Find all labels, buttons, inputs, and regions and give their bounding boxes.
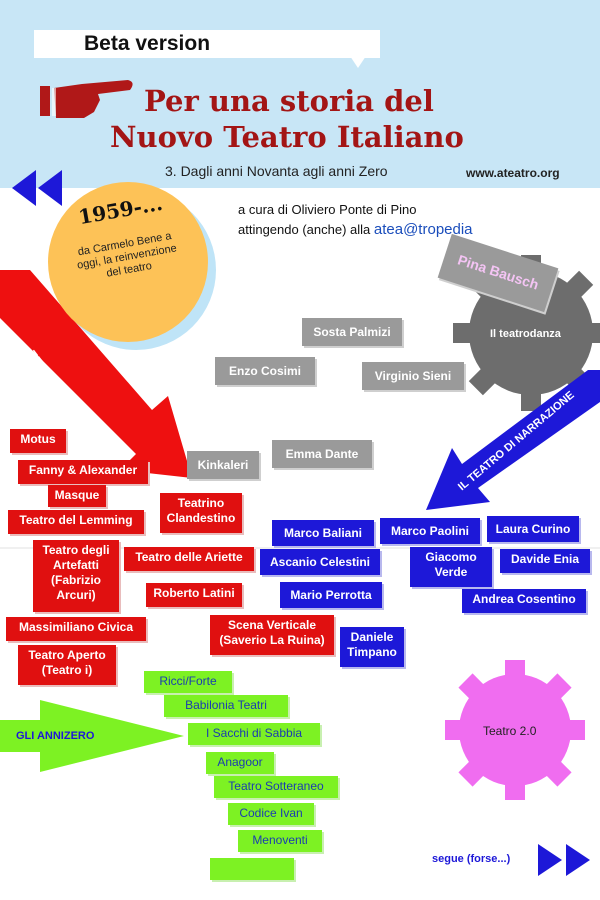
arrow-label-narrazione: IL TEATRO DI NARRAZIONE (456, 389, 577, 494)
title-line-2: Nuovo Teatro Italiano (110, 120, 464, 154)
box-virginio-sieni[interactable]: Virginio Sieni (362, 362, 464, 390)
credits-line-2: attingendo (anche) alla atea@tropedia (238, 220, 473, 240)
next-label[interactable]: segue (forse...) (432, 853, 511, 865)
next-arrows-icon[interactable] (538, 844, 590, 876)
box-babilonia-teatri[interactable]: Babilonia Teatri (164, 695, 288, 717)
box-daniele-timpano[interactable]: Daniele Timpano (340, 627, 404, 667)
box-masque[interactable]: Masque (48, 485, 106, 507)
box-codice-ivan[interactable]: Codice Ivan (228, 803, 314, 825)
box-davide-enia[interactable]: Davide Enia (500, 549, 590, 573)
box-pina-bausch[interactable]: Pina Bausch (437, 233, 559, 313)
gear-label-teatrodanza: Il teatrodanza (490, 328, 561, 340)
box-teatro-delle-ariette[interactable]: Teatro delle Ariette (124, 547, 254, 571)
box-menoventi[interactable]: Menoventi (238, 830, 322, 852)
box-annizero-empty[interactable] (210, 858, 294, 880)
box-emma-dante[interactable]: Emma Dante (272, 440, 372, 468)
subtitle: 3. Dagli anni Novanta agli anni Zero (165, 163, 388, 179)
gear-label-teatro20: Teatro 2.0 (483, 724, 537, 738)
box-ricci-forte[interactable]: Ricci/Forte (144, 671, 232, 693)
credits: a cura di Oliviero Ponte di Pino attinge… (238, 200, 473, 240)
box-teatrino-clandestino[interactable]: Teatrino Clandestino (160, 493, 242, 533)
box-enzo-cosimi[interactable]: Enzo Cosimi (215, 357, 315, 385)
box-teatro-sotteraneo[interactable]: Teatro Sotteraneo (214, 776, 338, 798)
box-laura-curino[interactable]: Laura Curino (487, 516, 579, 542)
title-line-1: Per una storia del (144, 84, 434, 118)
site-link[interactable]: www.ateatro.org (466, 166, 560, 180)
intro-circle (48, 182, 208, 342)
box-marco-baliani[interactable]: Marco Baliani (272, 520, 374, 546)
credits-line-2-text: attingendo (anche) alla (238, 222, 371, 237)
arrow-label-annizero: GLI ANNIZERO (16, 730, 95, 742)
beta-bubble (34, 30, 380, 58)
box-mario-perrotta[interactable]: Mario Perrotta (280, 582, 382, 608)
box-marco-paolini[interactable]: Marco Paolini (380, 518, 480, 544)
arrow-label-teatri90: TEATRI 90 (24, 348, 73, 404)
atea-tropedia-link[interactable]: atea@tropedia (373, 221, 473, 238)
box-teatro-aperto[interactable]: Teatro Aperto (Teatro i) (18, 645, 116, 685)
box-andrea-cosentino[interactable]: Andrea Cosentino (462, 589, 586, 613)
beta-bubble-tail (350, 56, 366, 68)
box-kinkaleri[interactable]: Kinkaleri (187, 451, 259, 479)
box-ascanio-celestini[interactable]: Ascanio Celestini (260, 549, 380, 575)
credits-line-1: a cura di Oliviero Ponte di Pino (238, 202, 417, 217)
beta-label: Beta version (84, 32, 211, 55)
box-fanny-alexander[interactable]: Fanny & Alexander (18, 460, 148, 484)
box-scena-verticale[interactable]: Scena Verticale (Saverio La Ruina) (210, 615, 334, 655)
box-massimiliano-civica[interactable]: Massimiliano Civica (6, 617, 146, 641)
box-anagoor[interactable]: Anagoor (206, 752, 274, 774)
box-giacomo-verde[interactable]: Giacomo Verde (410, 547, 492, 587)
box-motus[interactable]: Motus (10, 429, 66, 453)
box-teatro-del-lemming[interactable]: Teatro del Lemming (8, 510, 144, 534)
box-teatro-degli-artefatti[interactable]: Teatro degli Artefatti (Fabrizio Arcuri) (33, 540, 119, 612)
box-sacchi-di-sabbia[interactable]: I Sacchi di Sabbia (188, 723, 320, 745)
box-roberto-latini[interactable]: Roberto Latini (146, 583, 242, 607)
box-sosta-palmizi[interactable]: Sosta Palmizi (302, 318, 402, 346)
